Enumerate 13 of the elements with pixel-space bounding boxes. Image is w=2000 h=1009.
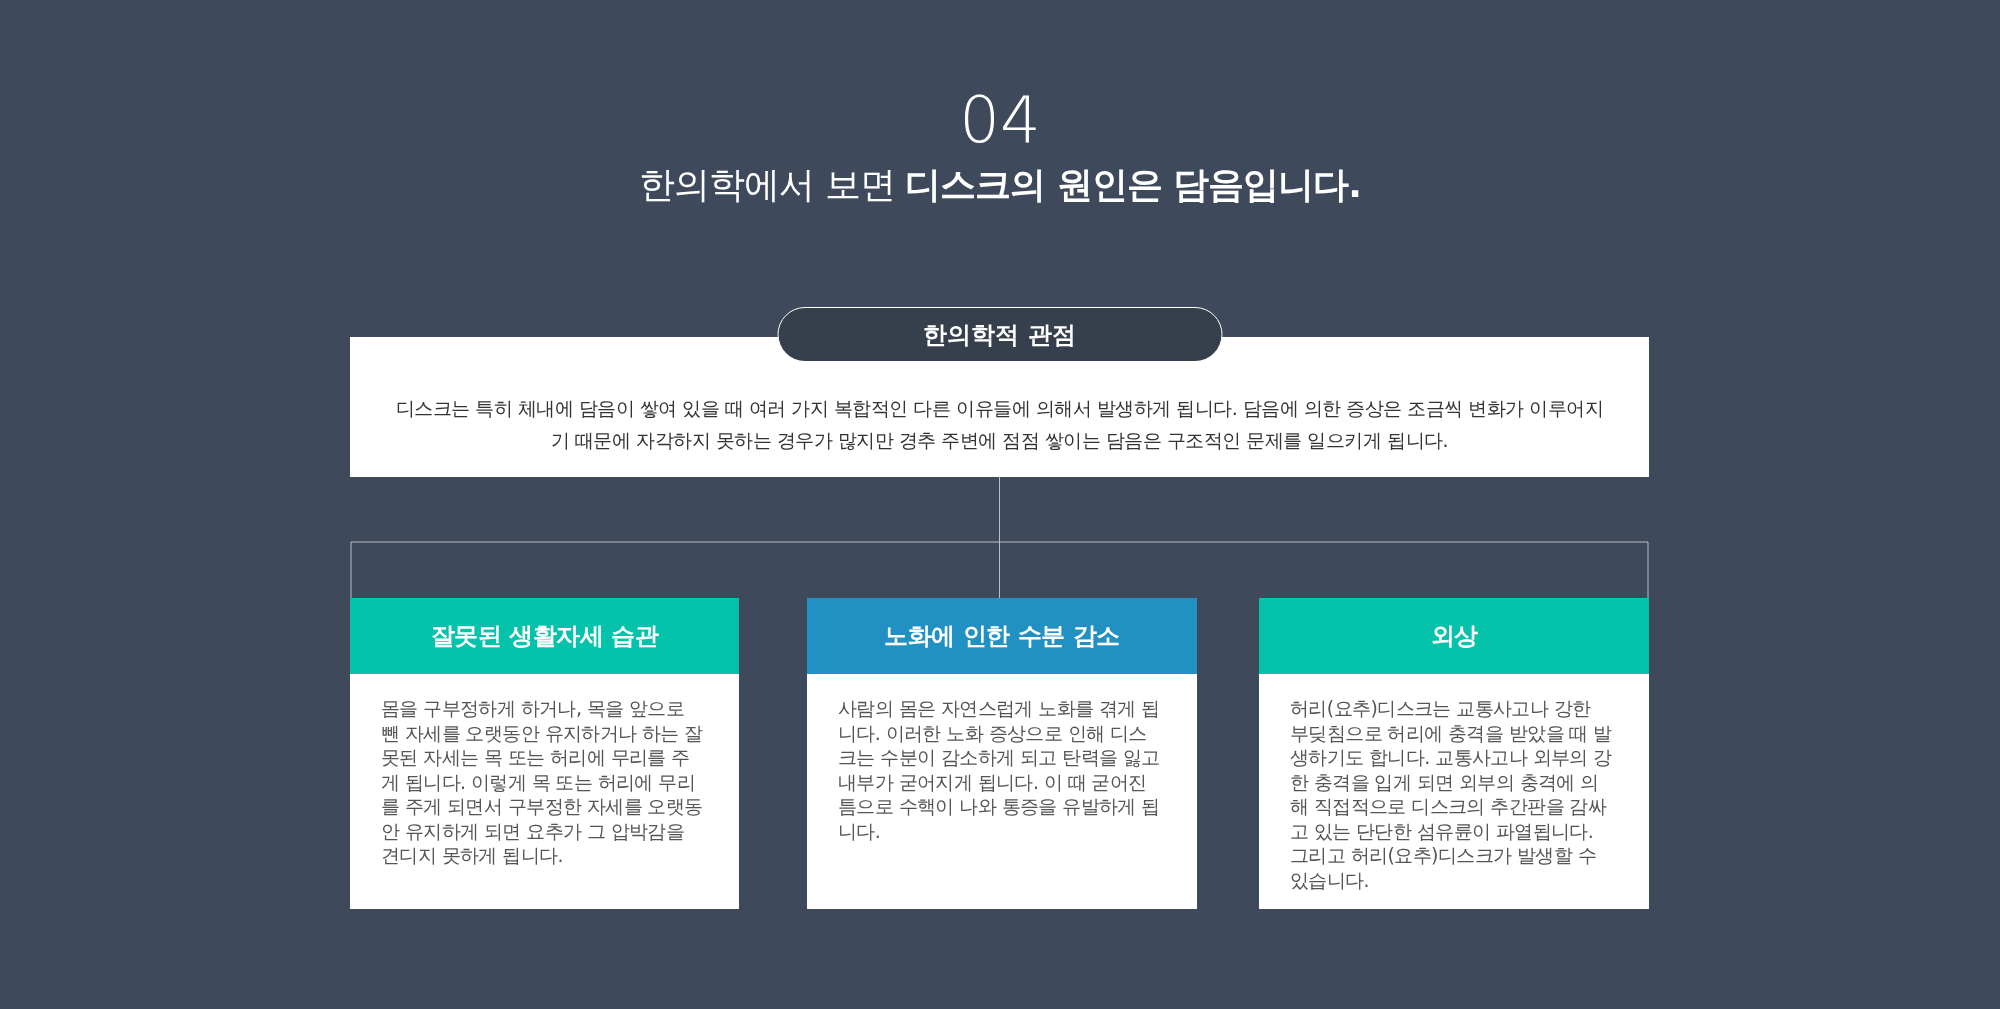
card-text: 허리(요추)디스크는 교통사고나 강한 부딪침으로 허리에 충격을 받았을 때 발생하기도 합니다. 교통사고나 외부의 강한 충격을 입게 되면 외부의 충격에 의해 직접적으로 디스크의 추간판을 감싸고 있는 단단한 섬유륜이 파열됩니다. 그리고 허리(요추)디스크가 발생할 수 있습니다. [1289,696,1613,892]
card-text: 몸을 구부정하게 하거나, 목을 앞으로 뺀 자세를 오랫동안 유지하거나 하는 잘못된 자세는 목 또는 허리에 무리를 주게 됩니다. 이렇게 목 또는 허리에 무리를 주게 되면서 구부정한 자세를 오랫동안 유지하게 되면 요추가 그 압박감을 견디지 못하게 됩니다. [380,696,704,868]
section-number: 04 [959,84,1041,156]
card-heading: 잘못된 생활자세 습관 [350,598,739,674]
heading-text: 한의학에서 보면 디스크의 원인은 담음입니다. [639,163,1361,207]
cause-card [807,598,1197,909]
card-heading: 외상 [1259,598,1649,674]
card-heading: 노화에 인한 수분 감소 [807,598,1197,674]
panel-text: 디스크는 특히 체내에 담음이 쌓여 있을 때 여러 가지 복합적인 다른 이유들에 의해서 발생하게 됩니다. 담음에 의한 증상은 조금씩 변화가 이루어지기 때문에 자각하지 못하는 경우가 많지만 경추 주변에 점점 쌓이는 담음은 구조적인 문제를 일으키게 됩니다. [394,396,1605,453]
panel-heading: 한의학적 관점 [777,307,1222,362]
cause-card [350,598,739,909]
card-text: 사람의 몸은 자연스럽게 노화를 겪게 됩니다. 이러한 노화 증상으로 인해 디스크는 수분이 감소하게 되고 탄력을 잃고 내부가 굳어지게 됩니다. 이 때 굳어진 틈으로 수핵이 나와 통증을 유발하게 됩니다. [837,696,1161,843]
cause-card [1259,598,1649,909]
